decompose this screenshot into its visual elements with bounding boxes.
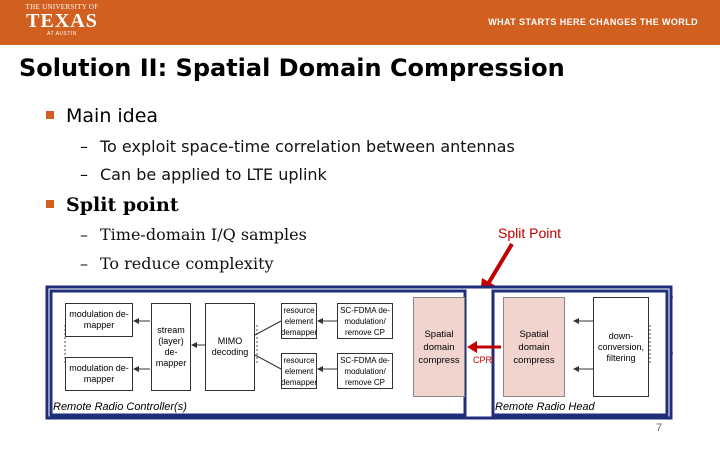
- logo-line1: THE UNIVERSITY OF: [25, 3, 99, 11]
- cpri-label: CPRI: [473, 355, 495, 365]
- bullet-square-icon: [46, 200, 54, 208]
- logo-line2: TEXAS: [26, 10, 98, 32]
- slide-title: Solution II: Spatial Domain Compression: [19, 54, 565, 82]
- bullet-split-point: Split point: [46, 194, 179, 216]
- sub-bullet: –Time-domain I/Q samples: [80, 225, 307, 244]
- header-bar: THE UNIVERSITY OF TEXAS AT AUSTIN WHAT S…: [0, 0, 720, 45]
- split-point-label: Split Point: [498, 225, 562, 241]
- dash-icon: –: [80, 254, 88, 273]
- sub-bullet: –To exploit space-time correlation betwe…: [80, 137, 515, 156]
- bullet-label: Main idea: [66, 105, 159, 127]
- remote-radio-controller-label: Remote Radio Controller(s): [53, 401, 187, 413]
- dash-icon: –: [80, 165, 88, 184]
- bullet-main-idea: Main idea: [46, 105, 158, 127]
- stream-demapper-block: stream (layer) de-mapper: [151, 303, 191, 391]
- logo-line3: AT AUSTIN: [47, 31, 77, 37]
- modulation-demapper-block: modulation de-mapper: [65, 357, 133, 391]
- bullet-label: Split point: [66, 194, 179, 216]
- header-tagline: WHAT STARTS HERE CHANGES THE WORLD: [488, 17, 698, 27]
- scfdma-demodulation-block: SC-FDMA de-modulation/ remove CP: [337, 303, 393, 339]
- scfdma-demodulation-block: SC-FDMA de-modulation/ remove CP: [337, 353, 393, 389]
- modulation-demapper-block: modulation de-mapper: [65, 303, 133, 337]
- sub-bullet-text: Can be applied to LTE uplink: [100, 165, 327, 184]
- architecture-diagram: modulation de-mapper modulation de-mappe…: [45, 285, 673, 420]
- spatial-domain-compress-block: Spatial domain compress: [503, 297, 565, 397]
- remote-radio-head-label: Remote Radio Head: [495, 401, 595, 413]
- resource-element-demapper-block: resource element demapper: [281, 303, 317, 339]
- sub-bullet-text: Time-domain I/Q samples: [100, 225, 307, 244]
- resource-element-demapper-block: resource element demapper: [281, 353, 317, 389]
- page-number: 7: [656, 422, 663, 434]
- spatial-domain-decompress-block: Spatial domain compress: [413, 297, 465, 397]
- mimo-decoding-block: MIMO decoding: [205, 303, 255, 391]
- sub-bullet-text: To reduce complexity: [100, 254, 274, 273]
- bullet-square-icon: [46, 111, 54, 119]
- downconversion-filtering-block: down-conversion, filtering: [593, 297, 649, 397]
- dash-icon: –: [80, 137, 88, 156]
- sub-bullet-text: To exploit space-time correlation betwee…: [100, 137, 515, 156]
- dash-icon: –: [80, 225, 88, 244]
- sub-bullet: –Can be applied to LTE uplink: [80, 165, 327, 184]
- university-logo: THE UNIVERSITY OF TEXAS AT AUSTIN: [22, 3, 102, 38]
- sub-bullet: –To reduce complexity: [80, 254, 274, 273]
